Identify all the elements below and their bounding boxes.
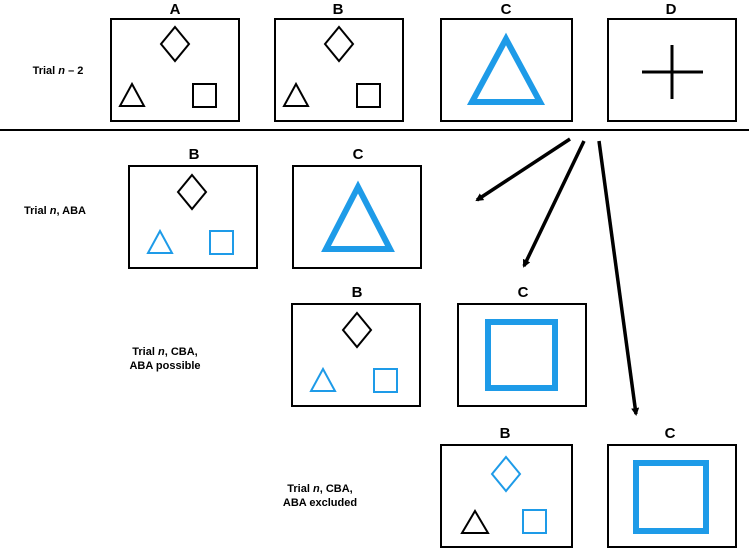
panel-a: [110, 18, 240, 122]
panel-label-c: C: [500, 1, 512, 18]
panel-label-c: C: [517, 284, 529, 301]
diamond-icon: [341, 311, 373, 349]
panel-label-b: B: [332, 1, 344, 18]
panel-b-cba-possible: [291, 303, 421, 407]
big-square-icon: [485, 319, 558, 391]
panel-c-cba-excluded: [607, 444, 737, 548]
shapes-blue-triangle-square: [309, 311, 398, 393]
square-icon: [373, 368, 398, 393]
panel-label-d: D: [665, 1, 677, 18]
triangle-icon: [460, 509, 490, 534]
panel-c-aba: [292, 165, 422, 269]
triangle-icon: [282, 81, 310, 107]
panel-label-a: A: [169, 1, 181, 18]
panel-label-b: B: [188, 146, 200, 163]
square-icon: [522, 509, 547, 534]
row-label-trial-n-aba: Trial n, ABA: [24, 205, 86, 217]
big-square-icon: [633, 460, 709, 534]
shapes-triangle-square-diamond: [118, 25, 217, 108]
diamond-icon: [176, 173, 208, 211]
big-triangle-icon: [466, 32, 546, 105]
row-label-trial-n-minus-2: Trial n – 2: [32, 65, 84, 77]
panel-b-cba-excluded: [440, 444, 573, 548]
row-label-trial-n-cba-aba-excluded: Trial n, CBA, ABA excluded: [282, 483, 358, 509]
panel-label-c: C: [352, 146, 364, 163]
diamond-icon: [323, 25, 355, 63]
diamond-icon: [159, 25, 191, 63]
square-icon: [192, 83, 217, 108]
arrow-to-aba: [475, 137, 571, 202]
shapes-triangle-square-diamond: [282, 25, 381, 108]
triangle-icon: [309, 366, 337, 392]
arrow-to-cba-excluded: [597, 140, 640, 416]
square-icon: [209, 230, 234, 255]
divider: [0, 129, 749, 131]
triangle-icon: [118, 81, 146, 107]
fixation-cross-icon: [642, 45, 703, 99]
arrow-to-cba-possible: [522, 140, 586, 268]
panel-c-cba-possible: [457, 303, 587, 407]
triangle-icon: [146, 228, 174, 254]
row-label-trial-n-cba-aba-possible: Trial n, CBA, ABA possible: [129, 346, 201, 372]
panel-label-c: C: [664, 425, 676, 442]
panel-d: [607, 18, 737, 122]
panel-label-b: B: [499, 425, 511, 442]
square-icon: [356, 83, 381, 108]
panel-b: [274, 18, 404, 122]
panel-b-aba: [128, 165, 258, 269]
panel-label-b: B: [351, 284, 363, 301]
shapes-blue-triangle-square: [146, 173, 234, 255]
big-triangle-icon: [321, 180, 395, 252]
diamond-icon: [490, 455, 522, 493]
panel-c: [440, 18, 573, 122]
shapes-blue-diamond-square: [460, 455, 547, 534]
